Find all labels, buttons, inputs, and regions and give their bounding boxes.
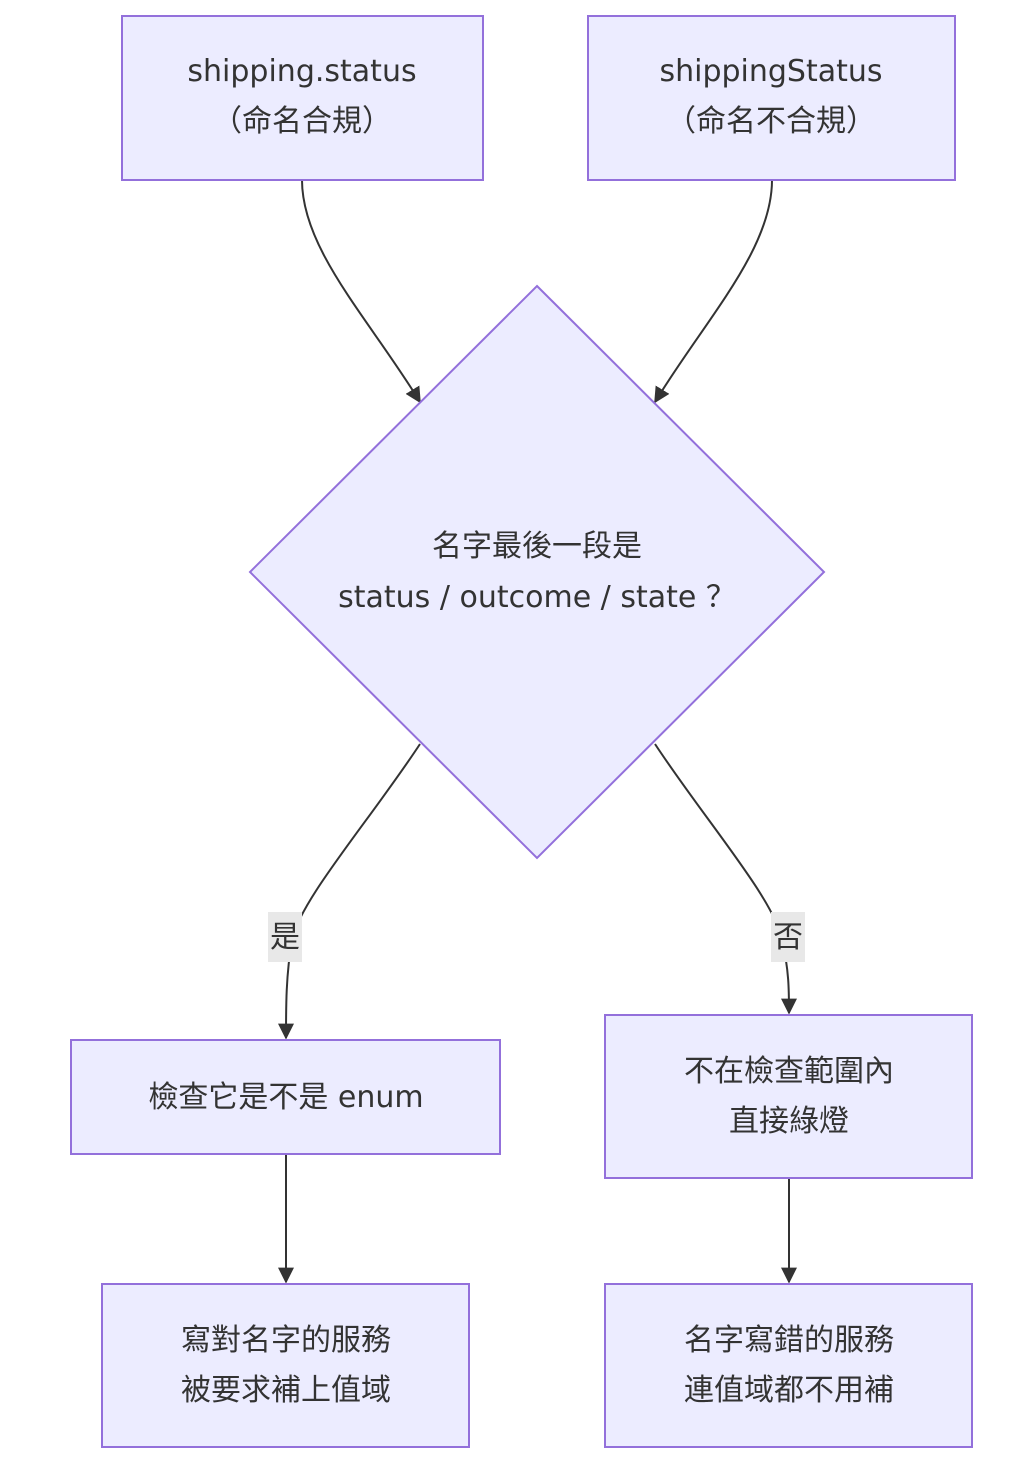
node-out-of-scope-line1: 不在檢查範圍內: [684, 1054, 894, 1089]
edge-decision-no: [654, 743, 797, 1015]
node-check-enum: 檢查它是不是 enum: [70, 1039, 501, 1155]
node-shipping-status-camel-line1: shippingStatus: [659, 54, 882, 89]
node-out-of-scope-line2: 直接綠燈: [729, 1104, 849, 1139]
node-wrong-name-service-line2: 連值域都不用補: [684, 1373, 894, 1408]
node-correct-name-service-line2: 被要求補上值域: [181, 1373, 391, 1408]
node-shipping-status-dot-line1: shipping.status: [187, 54, 416, 89]
node-out-of-scope: 不在檢查範圍內 直接綠燈: [604, 1014, 973, 1179]
edge-dot-to-decision: [301, 179, 421, 404]
node-correct-name-service: 寫對名字的服務 被要求補上值域: [101, 1283, 470, 1448]
node-shipping-status-dot: shipping.status （命名合規）: [121, 15, 484, 181]
node-decision-line1: 名字最後一段是: [432, 529, 642, 564]
no-label-text: 否: [773, 920, 803, 955]
node-correct-name-service-line1: 寫對名字的服務: [181, 1323, 391, 1358]
node-decision: 名字最後一段是 status / outcome / state ？: [248, 284, 826, 860]
edge-decision-yes: [278, 743, 421, 1040]
node-shipping-status-camel: shippingStatus （命名不合規）: [587, 15, 956, 181]
node-wrong-name-service-line1: 名字寫錯的服務: [684, 1323, 894, 1358]
node-wrong-name-service: 名字寫錯的服務 連值域都不用補: [604, 1283, 973, 1448]
edge-camel-to-decision: [654, 179, 773, 404]
edge-label-no: 否: [771, 912, 805, 962]
yes-label-text: 是: [270, 920, 300, 955]
node-check-enum-line1: 檢查它是不是 enum: [148, 1080, 423, 1115]
node-shipping-status-camel-line2: （命名不合規）: [666, 104, 876, 139]
node-decision-line2: status / outcome / state ？: [338, 580, 736, 615]
edge-label-yes: 是: [268, 912, 302, 962]
node-shipping-status-dot-line2: （命名合規）: [212, 104, 392, 139]
